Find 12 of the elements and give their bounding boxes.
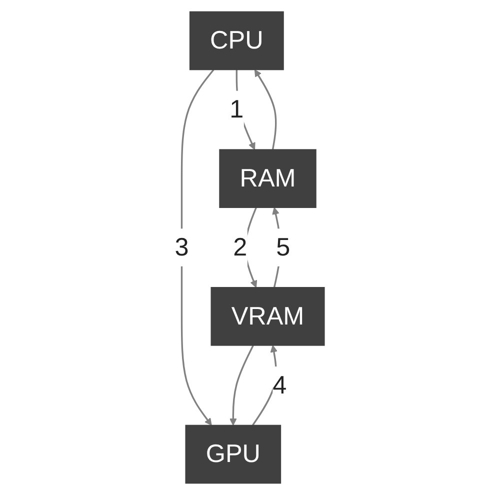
edge-label: 3 [175,234,190,262]
node-box: CPU [190,11,284,70]
arrow [230,345,254,426]
node-box: VRAM [211,287,326,346]
edge-label: 1 [230,96,244,124]
arrow [254,69,278,150]
node-box: RAM [220,149,317,208]
node-box: GPU [186,424,282,484]
arrow [181,69,215,426]
edge-label: 5 [276,234,291,262]
edge-label: 2 [234,234,248,262]
edge-label: 4 [273,371,288,400]
